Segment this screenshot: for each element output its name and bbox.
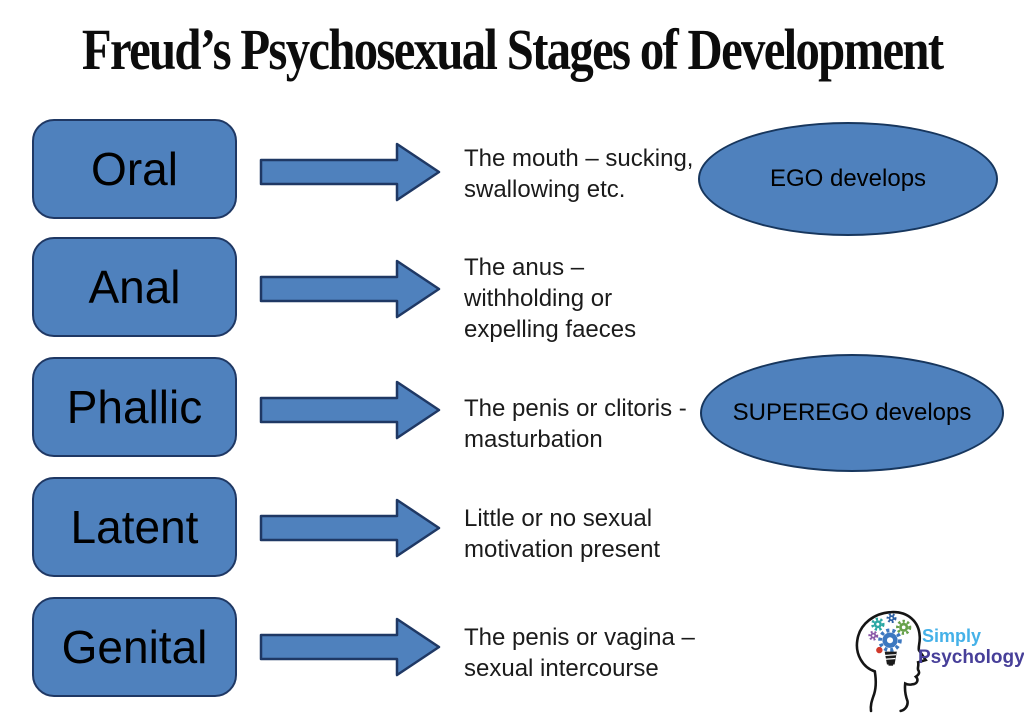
gear-icon xyxy=(871,617,885,631)
right-arrow-icon xyxy=(259,498,441,558)
stage-description-genital: The penis or vagina – sexual intercourse xyxy=(464,624,695,682)
stage-label: Oral xyxy=(91,143,178,195)
gear-icon xyxy=(886,613,897,624)
stage-label: Latent xyxy=(70,501,199,553)
right-arrow-icon xyxy=(259,142,441,202)
gear-icon xyxy=(868,630,879,641)
gear-icon xyxy=(896,619,912,635)
stage-label: Phallic xyxy=(66,381,203,433)
stage-box-latent: Latent xyxy=(32,477,237,577)
right-arrow-icon xyxy=(259,259,441,319)
annotation-label: EGO develops xyxy=(769,165,927,192)
right-arrow-icon xyxy=(259,380,441,440)
stage-description-latent: Little or no sexual motivation present xyxy=(464,505,661,563)
stage-description-phallic: The penis or clitoris - masturbation xyxy=(464,395,687,453)
stage-box-oral: Oral xyxy=(32,119,237,219)
page-title: Freud’s Psychosexual Stages of Developme… xyxy=(81,17,944,82)
annotation-label: SUPEREGO develops xyxy=(732,399,972,426)
stage-box-phallic: Phallic xyxy=(32,357,237,457)
head-outline xyxy=(855,610,928,713)
gear-icon xyxy=(876,646,883,654)
stage-label: Genital xyxy=(61,621,208,673)
simply-psychology-logo: Simply Psychology xyxy=(852,604,1024,722)
neck-outline xyxy=(869,670,878,713)
logo-text-psychology: Psychology xyxy=(918,647,1024,668)
head-profile-icon xyxy=(855,610,928,713)
stage-description-anal: The anus – withholding or expelling faec… xyxy=(464,254,637,343)
lightbulb-icon xyxy=(884,651,897,666)
annotation-ellipse-superego: SUPEREGO develops xyxy=(700,354,1004,472)
annotation-ellipse-ego: EGO develops xyxy=(698,122,998,236)
stage-box-anal: Anal xyxy=(32,237,237,337)
right-arrow-icon xyxy=(259,617,441,677)
stage-description-oral: The mouth – sucking, swallowing etc. xyxy=(464,145,694,203)
gear-icon xyxy=(878,628,902,653)
logo-text-simply: Simply xyxy=(922,626,982,646)
stage-box-genital: Genital xyxy=(32,597,237,697)
stage-label: Anal xyxy=(88,261,181,313)
